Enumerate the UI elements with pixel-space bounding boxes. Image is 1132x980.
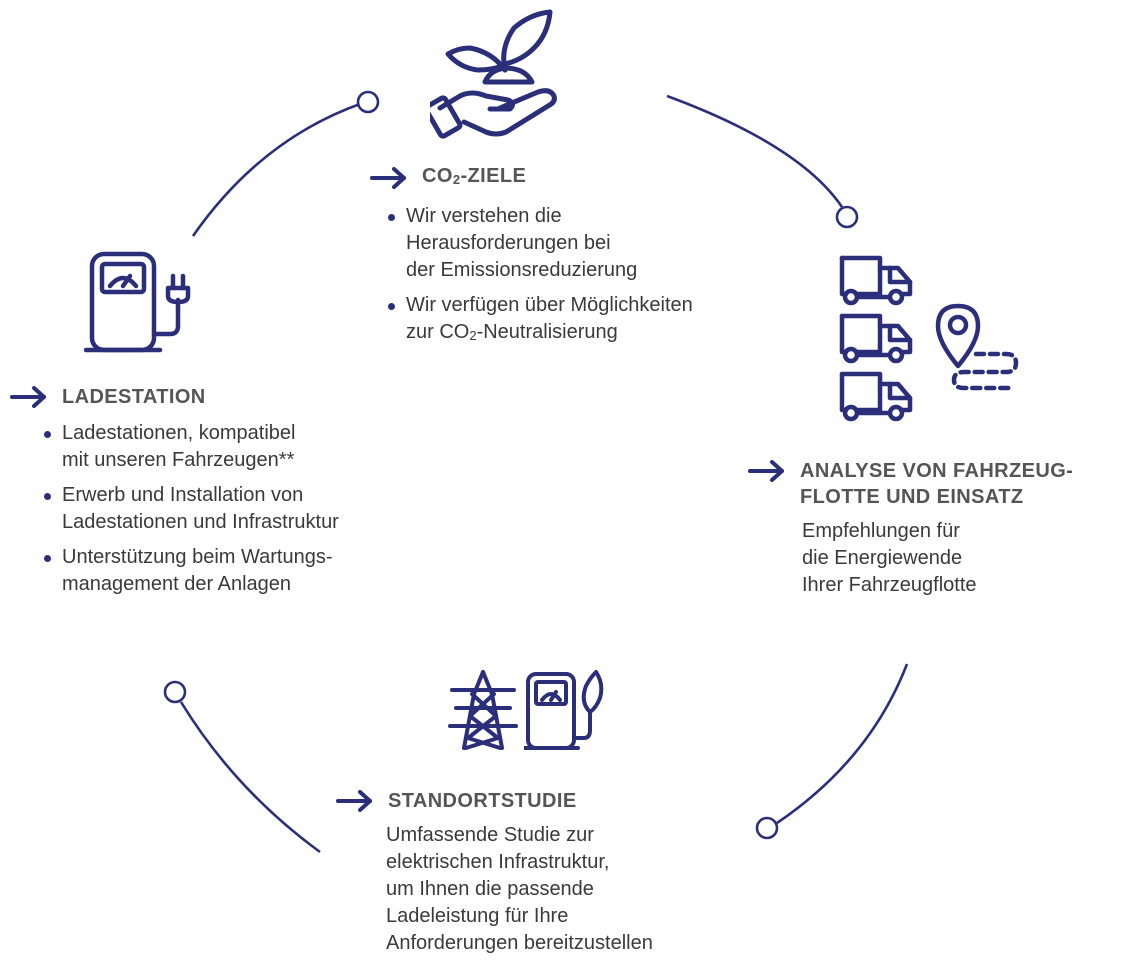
location-pin-icon	[935, 303, 1019, 391]
section-standortstudie: STANDORTSTUDIE Umfassende Studie zur ele…	[336, 788, 756, 957]
analyse-description: Empfehlungen für die Energiewende Ihrer …	[802, 520, 977, 596]
arc-node-top-left	[356, 90, 380, 114]
ladestation-heading: LADESTATION	[10, 384, 470, 410]
truck-icon	[839, 255, 913, 306]
truck-icon	[839, 313, 913, 364]
co2-ziele-heading: CO2-ZIELE	[370, 163, 790, 193]
fuel-pump-icon	[524, 670, 604, 750]
standortstudie-description: Umfassende Studie zur elektrischen Infra…	[386, 824, 653, 954]
co2-ziele-title: CO2-ZIELE	[422, 165, 527, 187]
analyse-title: ANALYSE VON FAHRZEUG- FLOTTE UND EINSATZ	[800, 460, 1074, 508]
standortstudie-heading: STANDORTSTUDIE	[336, 788, 756, 814]
charging-station-icon	[84, 251, 191, 353]
list-item: Ladestationen, kompatibel mit unseren Fa…	[44, 420, 470, 474]
arc-node-bottom-left	[163, 680, 187, 704]
arrow-right-icon	[10, 386, 46, 408]
list-item: Wir verstehen die Herausforderungen bei …	[388, 203, 790, 284]
hand-plant-icon	[430, 9, 557, 139]
arc-node-bottom-right	[755, 816, 779, 840]
list-item: Unterstützung beim Wartungs- management …	[44, 544, 470, 598]
list-item: Erwerb und Installation von Ladestatione…	[44, 482, 470, 536]
arc-node-top-right	[835, 205, 859, 229]
arc-bottom-left	[179, 701, 321, 854]
section-ladestation: LADESTATION Ladestationen, kompatibel mi…	[10, 384, 470, 606]
arc-top-right	[666, 94, 844, 208]
section-analyse: ANALYSE VON FAHRZEUG- FLOTTE UND EINSATZ…	[748, 458, 1128, 599]
arc-top-left	[191, 102, 361, 237]
power-pylon-icon	[448, 670, 518, 750]
ladestation-title: LADESTATION	[62, 386, 206, 408]
standortstudie-title: STANDORTSTUDIE	[388, 790, 577, 812]
truck-icon	[839, 371, 913, 422]
section-co2-ziele: CO2-ZIELE Wir verstehen die Herausforder…	[370, 163, 790, 357]
ladestation-bullets: Ladestationen, kompatibel mit unseren Fa…	[10, 420, 470, 598]
co2-ziele-bullets: Wir verstehen die Herausforderungen bei …	[370, 203, 790, 349]
arrow-right-icon	[336, 790, 372, 812]
list-item: Wir verfügen über Möglichkeiten zur CO2-…	[388, 292, 790, 349]
analyse-heading: ANALYSE VON FAHRZEUG- FLOTTE UND EINSATZ	[748, 458, 1128, 510]
arrow-right-icon	[370, 167, 406, 189]
arc-bottom-right	[776, 663, 909, 825]
dashed-route-icon	[951, 351, 1019, 391]
arrow-right-icon	[748, 460, 784, 482]
